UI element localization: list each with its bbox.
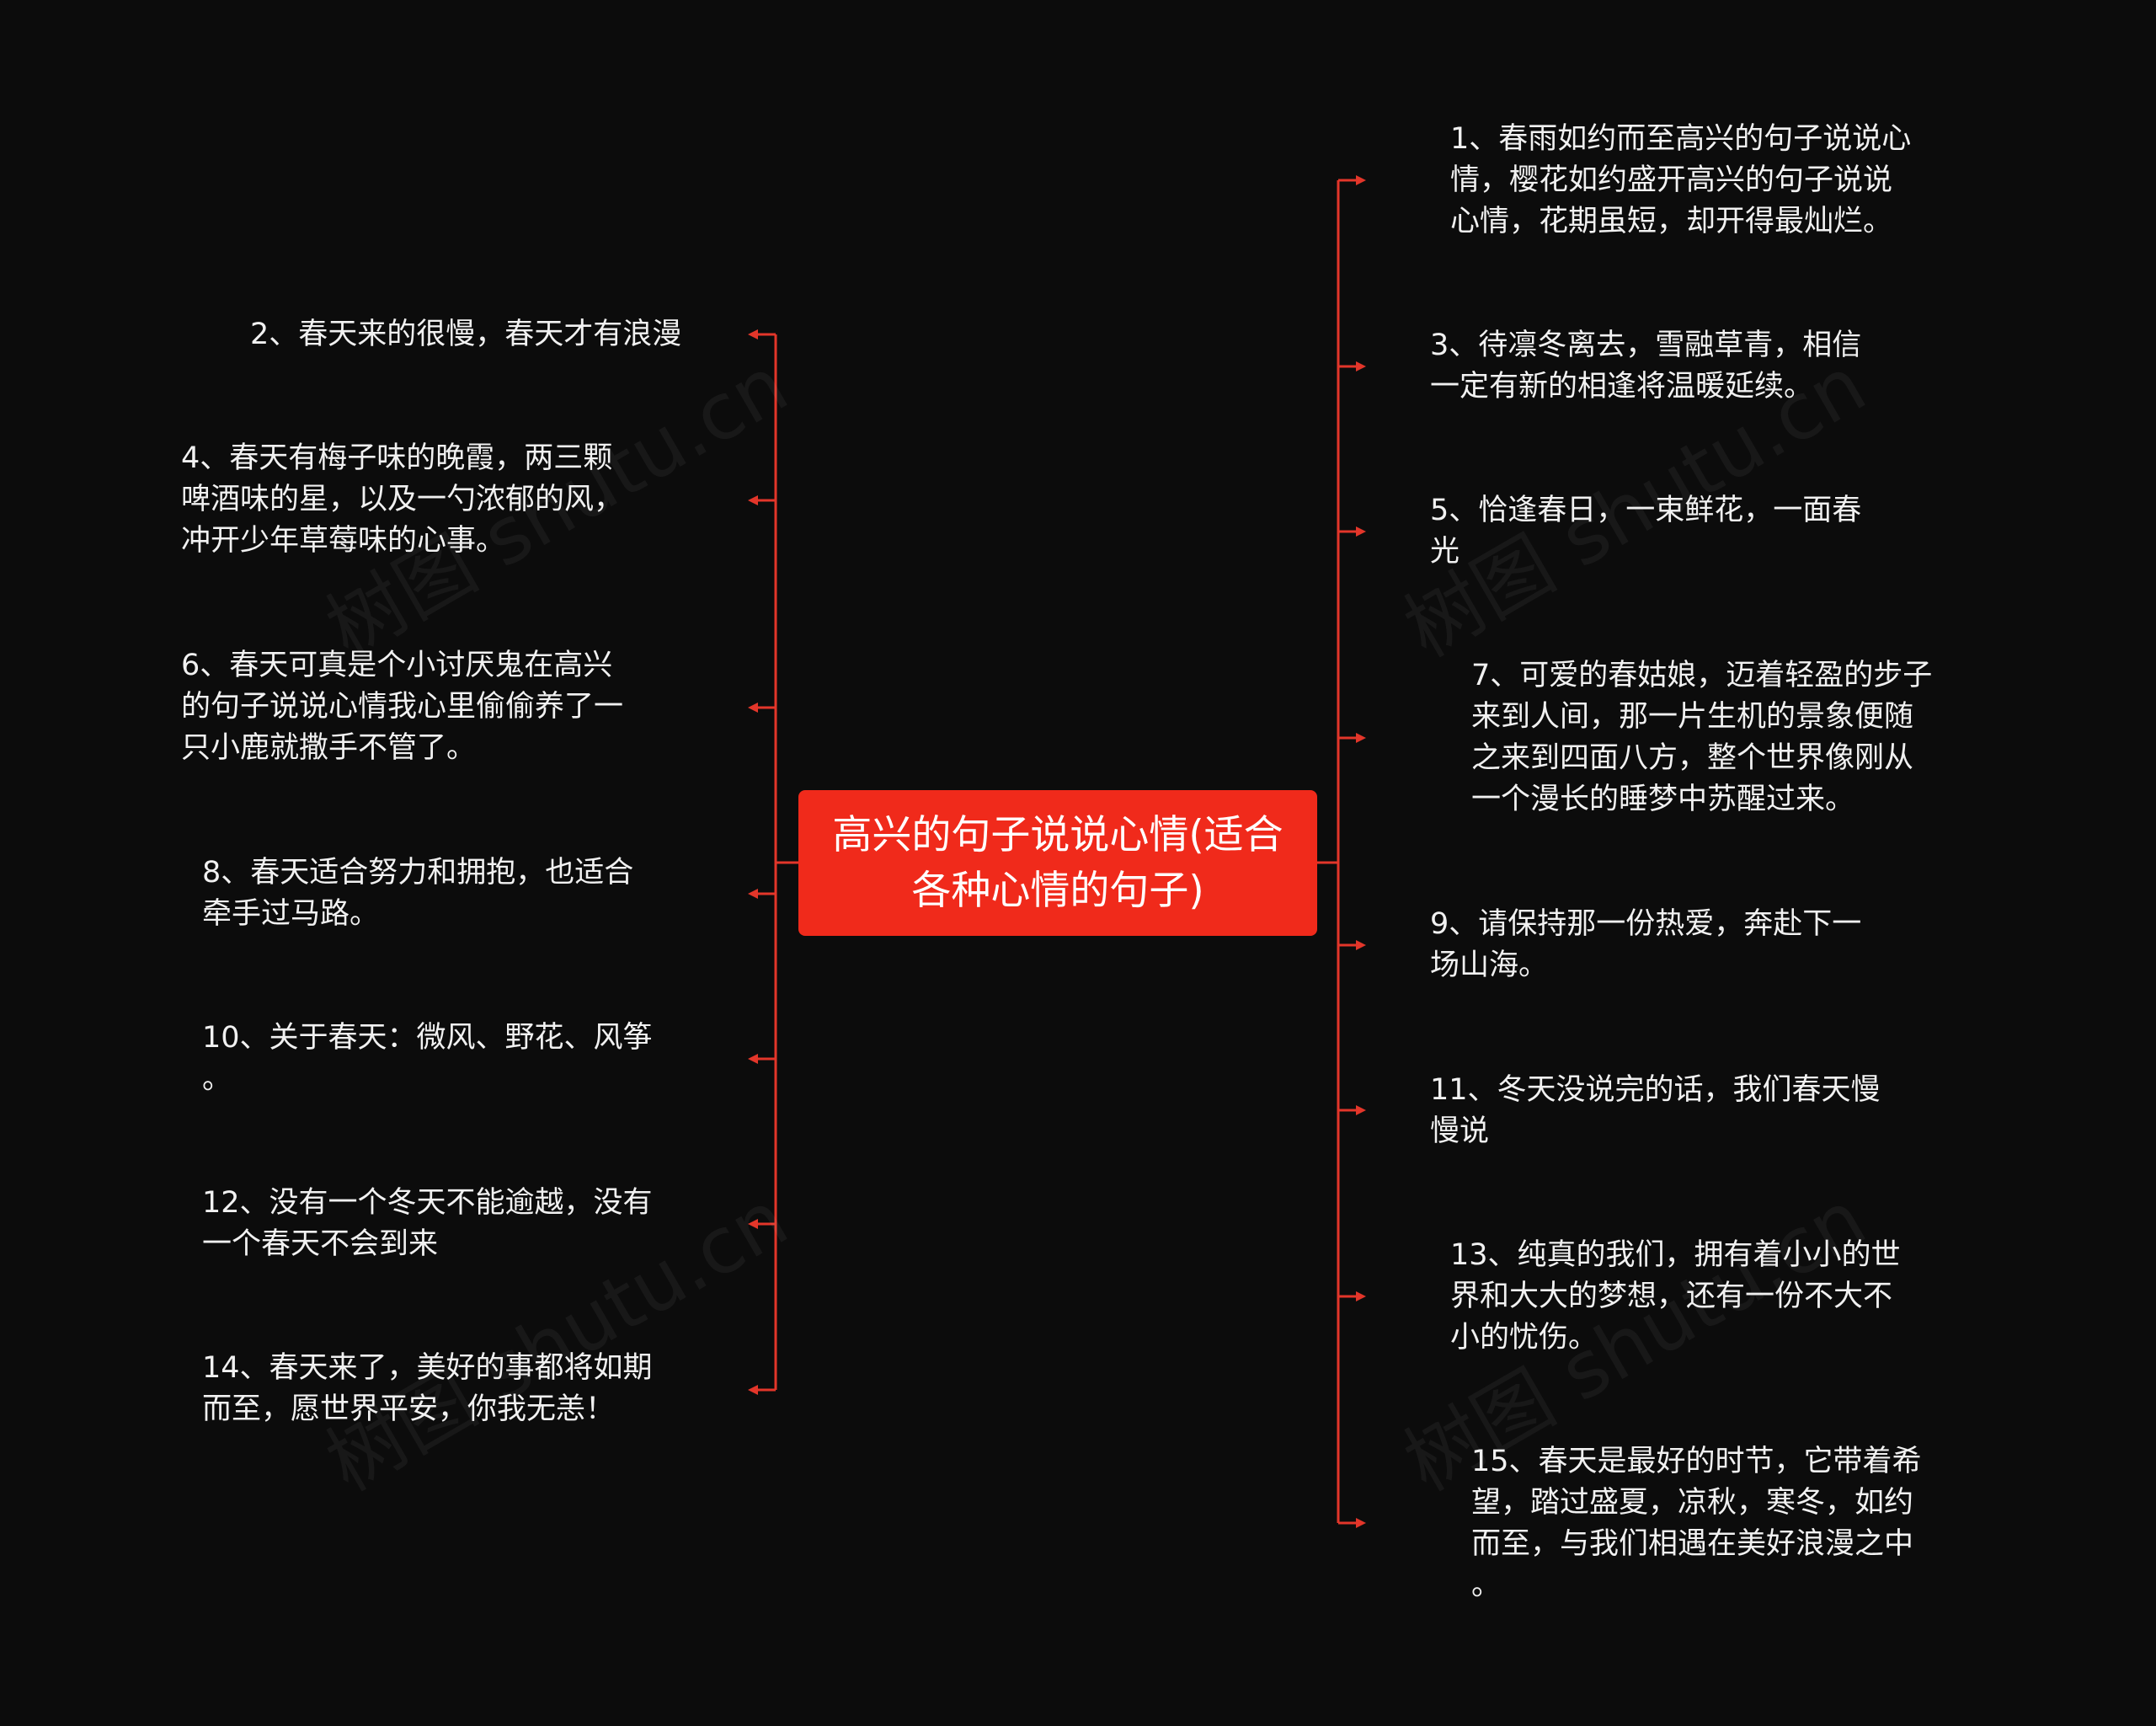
right-leaf-node[interactable]: 11、冬天没说完的话，我们春天慢 慢说 bbox=[1430, 1073, 1881, 1148]
left-leaf-node[interactable]: 2、春天来的很慢，春天才有浪漫 bbox=[250, 318, 682, 351]
arrow-right-icon bbox=[1356, 1291, 1366, 1301]
right-leaf-node[interactable]: 1、春雨如约而至高兴的句子说说心 情，樱花如约盛开高兴的句子说说 心情，花期虽短… bbox=[1450, 122, 1912, 238]
right-leaf-node[interactable]: 15、春天是最好的时节，它带着希 望，踏过盛夏，凉秋，寒冬，如约 而至，与我们相… bbox=[1471, 1445, 1922, 1602]
arrow-right-icon bbox=[1356, 526, 1366, 537]
right-leaf-node[interactable]: 5、恰逢春日，一束鲜花，一面春 光 bbox=[1430, 494, 1862, 569]
right-leaf-node[interactable]: 7、可爱的春姑娘，迈着轻盈的步子 来到人间，那一片生机的景象便随 之来到四面八方… bbox=[1471, 659, 1933, 816]
left-leaf-node[interactable]: 8、春天适合努力和拥抱，也适合 牵手过马路。 bbox=[202, 856, 634, 931]
left-leaf-node[interactable]: 4、春天有梅子味的晚霞，两三颗 啤酒味的星，以及一勺浓郁的风， 冲开少年草莓味的… bbox=[181, 441, 624, 558]
arrow-right-icon bbox=[1356, 1518, 1366, 1528]
left-leaf-node[interactable]: 6、春天可真是个小讨厌鬼在高兴 的句子说说心情我心里偷偷养了一 只小鹿就撒手不管… bbox=[181, 649, 624, 765]
arrow-left-icon bbox=[748, 1385, 758, 1395]
arrow-left-icon bbox=[748, 1219, 758, 1229]
right-leaf-node[interactable]: 9、请保持那一份热爱，奔赴下一 场山海。 bbox=[1430, 907, 1862, 982]
right-leaf-node[interactable]: 13、纯真的我们，拥有着小小的世 界和大大的梦想，还有一份不大不 小的忧伤。 bbox=[1450, 1238, 1901, 1355]
arrow-left-icon bbox=[748, 329, 758, 339]
left-leaf-node[interactable]: 10、关于春天：微风、野花、风筝 。 bbox=[202, 1021, 653, 1096]
arrow-left-icon bbox=[748, 703, 758, 713]
arrow-right-icon bbox=[1356, 733, 1366, 743]
right-leaf-node[interactable]: 3、待凛冬离去，雪融草青，相信 一定有新的相逢将温暖延续。 bbox=[1430, 329, 1862, 403]
left-leaf-node[interactable]: 14、春天来了，美好的事都将如期 而至，愿世界平安，你我无恙！ bbox=[202, 1351, 653, 1426]
arrow-right-icon bbox=[1356, 175, 1366, 185]
root-topic-label: 高兴的句子说说心情(适合各种心情的句子) bbox=[832, 811, 1283, 914]
arrow-left-icon bbox=[748, 1054, 758, 1064]
arrow-right-icon bbox=[1356, 940, 1366, 950]
left-leaf-node[interactable]: 12、没有一个冬天不能逾越，没有 一个春天不会到来 bbox=[202, 1186, 653, 1261]
arrow-right-icon bbox=[1356, 361, 1366, 371]
arrow-left-icon bbox=[748, 889, 758, 899]
root-topic-node[interactable]: 高兴的句子说说心情(适合各种心情的句子) bbox=[798, 790, 1317, 936]
arrow-left-icon bbox=[748, 495, 758, 505]
arrow-right-icon bbox=[1356, 1105, 1366, 1115]
